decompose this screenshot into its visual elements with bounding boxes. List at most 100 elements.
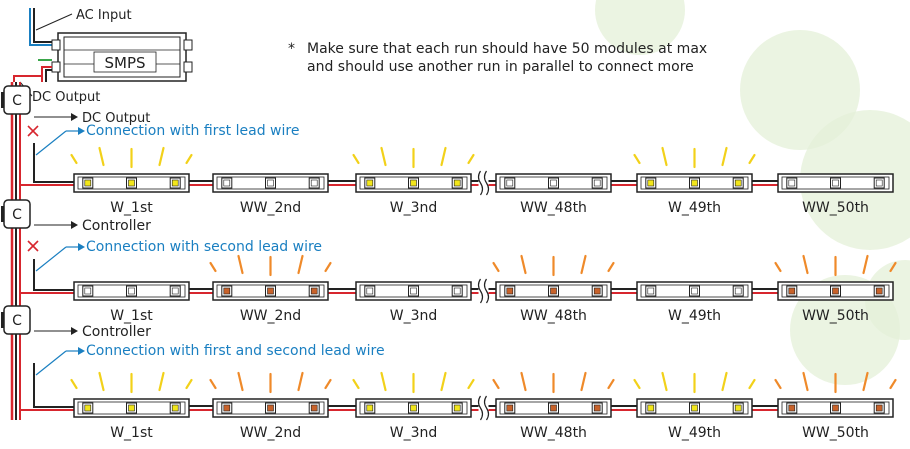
light-ray [661,146,668,167]
orange-led-chip [223,404,231,412]
light-ray [237,254,244,275]
light-ray [520,371,527,392]
light-ray [440,371,447,392]
controller-box: C [1,199,31,229]
controller-1-arrowhead [71,221,78,229]
light-ray [633,378,641,390]
orange-led-chip [506,404,514,412]
orange-led-chip [593,404,601,412]
controller-box-tab [1,312,4,328]
light-ray [158,146,165,167]
module-label: WW_50th [802,200,869,216]
white-led-chip [734,287,742,295]
light-ray [721,371,728,392]
note-line-1: Make sure that each run should have 50 m… [307,41,707,57]
light-ray [70,378,78,390]
light-ray [774,378,782,390]
branch-wire-black [33,155,74,183]
controller-box-tab [1,92,4,108]
break-gap [478,396,489,420]
light-ray [802,254,809,275]
smps-label: SMPS [104,54,145,72]
connection-arrowhead [78,347,85,355]
break-mark [477,278,484,304]
module-label: W_3nd [390,200,438,216]
white-led-chip [647,287,655,295]
dc-output-top-label: DC Output [32,90,100,105]
orange-led-chip [267,404,274,412]
module-label: WW_50th [802,425,869,441]
warm-white-led-chip [410,404,417,412]
orange-led-chip [832,287,839,295]
white-led-chip [84,287,92,295]
light-ray [380,371,387,392]
light-ray [580,254,587,275]
light-ray [862,254,869,275]
controller-box-label: C [12,207,22,223]
light-ray [297,254,304,275]
light-ray [209,261,217,273]
orange-led-chip [875,287,883,295]
module-label: W_3nd [390,308,438,324]
power-supply-group: AC Input SMPS DC Output [19,8,193,105]
warm-white-led-chip [691,179,698,187]
led-module: WW_50th [774,254,897,324]
cut-mark [27,240,39,252]
controller-box: C [1,85,31,115]
warm-white-led-chip [647,179,655,187]
module-label: WW_48th [520,425,587,441]
light-ray [492,261,500,273]
dc-output-arrowhead [71,113,78,121]
orange-led-chip [310,287,318,295]
module-inner [359,284,468,298]
ac-input-label: AC Input [76,8,132,23]
orange-led-chip [788,287,796,295]
light-ray [607,378,615,390]
module-inner [77,176,186,190]
light-ray [748,378,756,390]
ac-input-leader [35,13,73,31]
led-row: Connection with first and second lead wi… [20,343,897,441]
led-module: W_3nd [355,281,472,324]
white-led-chip [128,287,135,295]
warm-white-led-chip [647,404,655,412]
white-led-chip [223,179,231,187]
led-module: W_49th [636,281,753,324]
white-led-chip [453,287,461,295]
warm-white-led-chip [734,404,742,412]
white-led-chip [310,179,318,187]
break-mark [477,170,484,196]
background-circle [595,0,685,55]
light-ray [802,371,809,392]
light-ray [492,378,500,390]
white-led-chip [832,179,839,187]
module-label: WW_2nd [240,200,301,216]
light-ray [633,153,641,165]
light-ray [324,378,332,390]
module-inner [216,284,325,298]
cut-mark [27,125,39,137]
warm-white-led-chip [366,404,374,412]
white-led-chip [267,179,274,187]
module-inner [499,401,608,415]
white-led-chip [550,179,557,187]
warm-white-led-chip [128,404,135,412]
orange-led-chip [788,404,796,412]
bus-top-link [13,75,43,82]
module-inner [781,284,890,298]
light-ray [297,371,304,392]
light-ray [889,261,897,273]
warm-white-led-chip [171,404,179,412]
orange-led-chip [310,404,318,412]
light-ray [185,153,193,165]
controller-box-tab [1,206,4,222]
led-module: WW_2nd [212,173,329,216]
ac-wire-black [33,8,58,43]
module-label: W_1st [110,425,153,441]
orange-led-chip [506,287,514,295]
light-ray [607,261,615,273]
break-mark [477,395,484,421]
led-module: WW_50th [777,173,894,216]
light-ray [98,146,105,167]
ac-wire-blue [29,8,58,46]
